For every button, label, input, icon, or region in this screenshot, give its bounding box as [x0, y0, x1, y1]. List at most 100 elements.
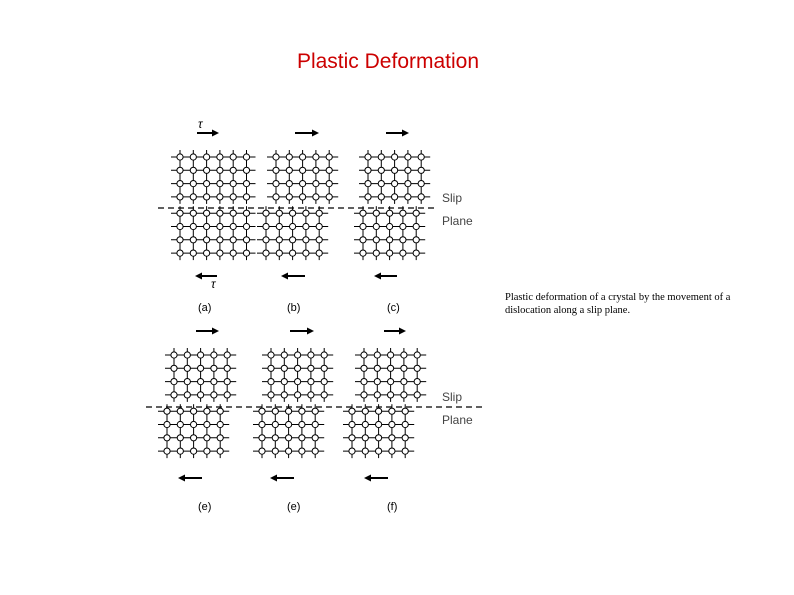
atom-upper — [294, 364, 302, 372]
atom-upper — [312, 166, 320, 174]
atom-upper — [223, 351, 231, 359]
atom-lower — [216, 209, 224, 217]
atom-lower — [258, 420, 266, 429]
atom-upper — [176, 193, 184, 201]
panel-label-c: (c) — [387, 302, 400, 314]
atom-upper — [189, 153, 197, 161]
atom-lower — [412, 209, 420, 217]
atom-upper — [387, 351, 395, 359]
atom-lower — [216, 447, 224, 455]
atom-lower — [401, 447, 409, 455]
atom-upper — [325, 153, 333, 161]
atom-upper — [364, 193, 372, 201]
atom-upper — [417, 166, 425, 174]
atom-lower — [189, 209, 197, 217]
atom-upper — [360, 378, 368, 386]
atom-upper — [391, 193, 399, 201]
shear-arrow-top-c — [386, 129, 409, 137]
atom-upper — [400, 351, 408, 359]
atom-lower — [203, 420, 211, 429]
atom-lower — [289, 236, 297, 244]
atom-lower — [348, 407, 356, 415]
atom-lower — [163, 407, 171, 415]
atom-lower — [361, 420, 369, 429]
slip-label-top: Slip — [442, 191, 462, 205]
atom-lower — [163, 434, 171, 442]
atom-upper — [299, 180, 307, 188]
atom-upper — [360, 391, 368, 399]
atom-upper — [285, 166, 293, 174]
atom-lower — [242, 236, 251, 244]
atom-lower — [289, 249, 297, 257]
atom-upper — [325, 166, 333, 174]
atom-lower — [216, 222, 224, 231]
atom-lower — [298, 434, 306, 442]
atom-upper — [229, 180, 237, 188]
atom-upper — [223, 391, 231, 399]
atom-upper — [267, 391, 275, 399]
atom-lower — [285, 407, 293, 415]
atom-lower — [289, 222, 297, 231]
atom-lower — [242, 222, 251, 231]
atom-lower — [242, 249, 251, 257]
atom-lower — [242, 209, 251, 217]
lattice-panel-b — [257, 150, 339, 261]
atom-lower — [271, 447, 279, 455]
lattice-panel-c — [354, 150, 431, 261]
atom-upper — [285, 180, 293, 188]
atom-lower — [386, 209, 394, 217]
atom-upper — [189, 193, 197, 201]
atom-lower — [386, 222, 394, 231]
atom-lower — [311, 434, 319, 442]
atom-upper — [223, 378, 231, 386]
atom-lower — [285, 447, 293, 455]
atom-upper — [229, 153, 237, 161]
atom-upper — [176, 166, 184, 174]
atom-upper — [197, 391, 205, 399]
atom-upper — [404, 153, 412, 161]
panel-label-a: (a) — [198, 302, 211, 314]
atom-lower — [203, 407, 211, 415]
shear-arrow-bottom-f — [364, 474, 388, 482]
atom-lower — [302, 249, 310, 257]
atom-upper — [373, 391, 381, 399]
atom-lower — [388, 407, 396, 415]
atom-upper — [242, 166, 251, 174]
atom-lower — [359, 236, 367, 244]
atom-upper — [183, 351, 191, 359]
atom-upper — [197, 364, 205, 372]
atom-lower — [388, 447, 396, 455]
tau-symbol-top: τ — [198, 117, 204, 131]
atom-upper — [400, 378, 408, 386]
atom-lower — [298, 407, 306, 415]
atom-upper — [417, 193, 425, 201]
atom-upper — [267, 364, 275, 372]
atom-upper — [229, 193, 237, 201]
atom-lower — [262, 209, 270, 217]
atom-upper — [280, 378, 288, 386]
atom-lower — [315, 249, 323, 257]
slide-title: Plastic Deformation — [296, 50, 480, 73]
atom-upper — [387, 364, 395, 372]
atom-upper — [210, 391, 218, 399]
atom-upper — [404, 180, 412, 188]
atom-lower — [401, 420, 409, 429]
lattice-panel-e — [253, 348, 334, 459]
atom-upper — [242, 193, 251, 201]
atom-upper — [377, 193, 385, 201]
atom-upper — [285, 153, 293, 161]
atom-lower — [311, 420, 319, 429]
atom-lower — [176, 222, 184, 231]
slip-label-bottom: Slip — [442, 390, 462, 404]
atom-upper — [307, 378, 315, 386]
atom-upper — [360, 351, 368, 359]
atom-upper — [272, 193, 280, 201]
atom-lower — [302, 222, 310, 231]
shear-arrow-top-d — [196, 327, 219, 335]
atom-lower — [189, 236, 197, 244]
atom-upper — [391, 180, 399, 188]
atom-lower — [298, 420, 306, 429]
atom-lower — [399, 249, 407, 257]
atom-upper — [320, 351, 328, 359]
atom-lower — [388, 434, 396, 442]
